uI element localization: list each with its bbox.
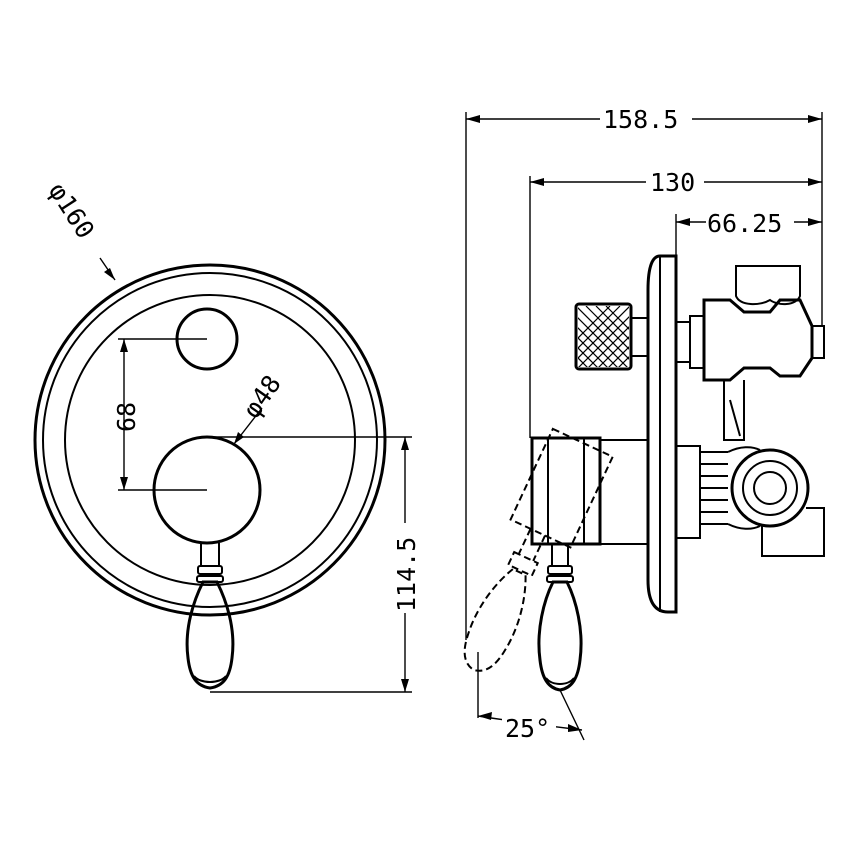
dim-valve-depth: 66.25 xyxy=(675,208,822,256)
dim-outer-diameter: φ160 xyxy=(43,177,116,281)
lever-side xyxy=(537,544,583,692)
cover-plate-face xyxy=(64,294,356,586)
dim-height-to-lever-label: 114.5 xyxy=(392,537,421,612)
front-view: φ160 68 φ48 114.5 xyxy=(33,177,421,693)
dim-height-to-lever: 114.5 xyxy=(210,436,421,693)
cover-plate-inner-rim xyxy=(42,272,378,608)
lever-hub-side xyxy=(530,436,602,546)
dim-diverter-offset-label: 68 xyxy=(112,402,141,432)
side-view: 158.5 130 66.25 25° xyxy=(463,104,825,743)
dim-valve-depth-label: 66.25 xyxy=(707,209,782,238)
dim-overall-depth: 158.5 xyxy=(465,104,823,640)
dim-lever-rotation-label: 25° xyxy=(505,714,550,743)
lever-handle xyxy=(185,543,235,690)
dim-lever-rotation: 25° xyxy=(477,652,585,743)
mixer-cartridge-body xyxy=(599,439,825,557)
wall-plate-profile xyxy=(646,254,678,614)
cover-plate-outer-rim xyxy=(33,263,387,617)
dim-body-depth: 130 xyxy=(529,168,822,438)
dim-body-depth-label: 130 xyxy=(650,168,695,197)
dim-outer-diameter-label: φ160 xyxy=(43,177,100,243)
knurled-diverter-knob xyxy=(574,302,649,371)
dim-diverter-offset: 68 xyxy=(112,338,207,491)
valve-body xyxy=(675,265,825,441)
dim-overall-depth-label: 158.5 xyxy=(603,105,678,134)
dim-handle-diameter: φ48 xyxy=(233,370,287,445)
lever-rotated-outline xyxy=(463,427,615,672)
dim-handle-diameter-label: φ48 xyxy=(237,370,287,424)
